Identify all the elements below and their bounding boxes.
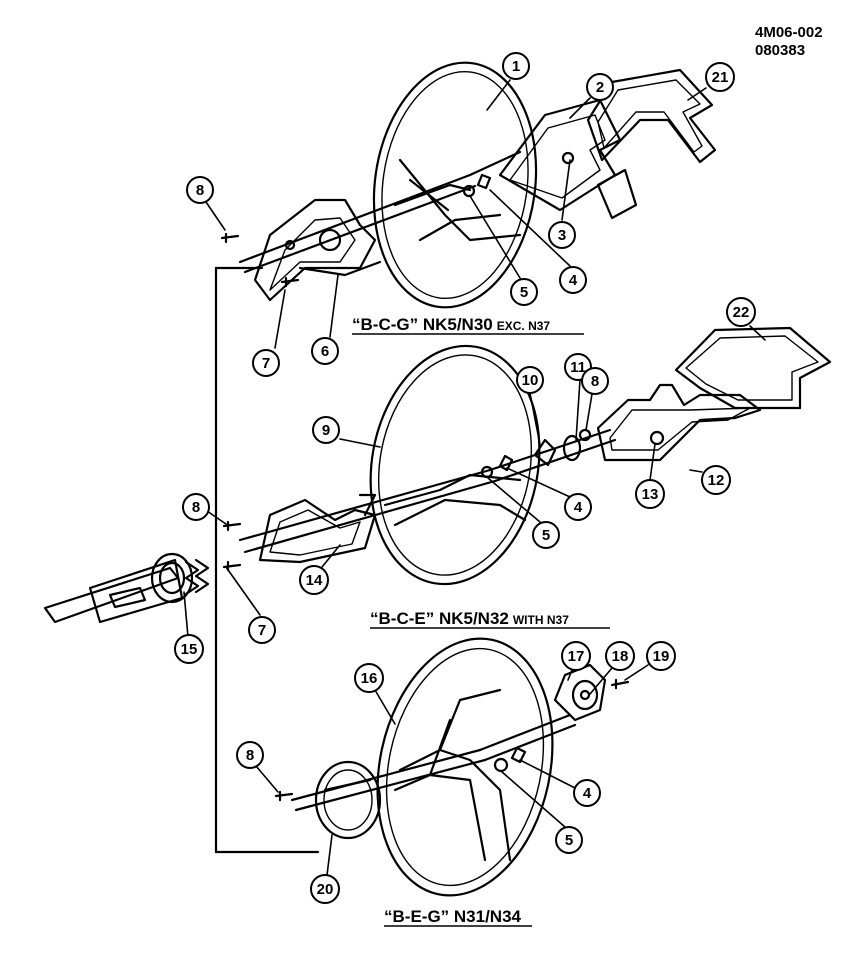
middle-steering-bracket	[258, 493, 377, 564]
middle-screws	[222, 520, 242, 572]
callout-14: 14	[299, 565, 329, 595]
callout-8: 8	[186, 176, 214, 204]
callout-20: 20	[310, 874, 340, 904]
top-steering-bracket	[253, 198, 382, 302]
svg-text:20: 20	[317, 881, 334, 898]
svg-text:8: 8	[246, 747, 254, 764]
callout-6: 6	[311, 337, 339, 365]
bottom-hub-parts	[493, 746, 527, 773]
middle-hub-parts	[480, 428, 592, 479]
callout-17: 17	[561, 641, 591, 671]
callout-2: 2	[586, 73, 614, 101]
callout-13: 13	[635, 479, 665, 509]
middle-emblem-trim	[674, 326, 832, 410]
callout-7: 7	[252, 349, 280, 377]
svg-text:9: 9	[322, 422, 330, 439]
svg-text:19: 19	[653, 648, 670, 665]
callout-9: 9	[312, 416, 340, 444]
svg-text:11: 11	[570, 359, 586, 376]
callout-22: 22	[726, 297, 756, 327]
middle-steering-wheel	[369, 344, 541, 586]
svg-text:6: 6	[321, 343, 329, 360]
bottom-horn-cap	[553, 663, 607, 722]
callout-10: 10	[516, 366, 544, 394]
callout-12: 12	[701, 465, 731, 495]
svg-text:4: 4	[583, 785, 592, 802]
spring-part	[184, 558, 210, 596]
svg-text:16: 16	[361, 670, 378, 687]
svg-text:13: 13	[642, 486, 659, 503]
svg-text:4: 4	[574, 499, 583, 516]
callout-21: 21	[705, 62, 735, 92]
callout-5-middle: 5	[532, 521, 560, 549]
top-hub-parts	[462, 173, 492, 198]
svg-text:“B-E-G” N31/N34: “B-E-G” N31/N34	[384, 907, 522, 926]
svg-text:21: 21	[712, 69, 729, 86]
callout-5: 5	[510, 278, 538, 306]
svg-text:12: 12	[708, 472, 725, 489]
callout-1: 1	[502, 52, 530, 80]
top-screws	[220, 232, 300, 288]
svg-text:8: 8	[196, 182, 204, 199]
svg-text:4: 4	[569, 272, 578, 289]
callout-7-middle: 7	[248, 616, 276, 644]
callout-8-middle-left: 8	[182, 493, 210, 521]
steering-column	[43, 552, 194, 624]
svg-text:17: 17	[568, 648, 585, 665]
callout-15: 15	[174, 634, 204, 664]
figure-ref-code: 4M06-002	[755, 24, 823, 41]
svg-text:15: 15	[181, 641, 198, 658]
svg-text:1: 1	[512, 58, 520, 75]
bottom-steering-wheel	[376, 637, 554, 897]
callout-19: 19	[646, 641, 676, 671]
top-horn-pad	[498, 98, 638, 220]
bottom-shaft	[290, 713, 577, 812]
bottom-screws	[274, 678, 630, 802]
callout-8-middle: 8	[581, 367, 609, 395]
callout-3: 3	[548, 221, 576, 249]
callout-16: 16	[354, 663, 384, 693]
svg-text:5: 5	[542, 527, 550, 544]
svg-text:7: 7	[262, 355, 270, 372]
callout-4-bottom: 4	[573, 779, 601, 807]
svg-text:10: 10	[522, 372, 539, 389]
callout-5-bottom: 5	[555, 826, 583, 854]
svg-text:2: 2	[596, 79, 604, 96]
callout-8-bottom: 8	[236, 741, 264, 769]
callout-4-middle: 4	[564, 493, 592, 521]
svg-text:18: 18	[612, 648, 629, 665]
figure-ref-date: 080383	[755, 42, 806, 59]
section-label-bottom: “B-E-G” N31/N34	[384, 907, 532, 927]
svg-text:22: 22	[733, 304, 750, 321]
bottom-hub-cover	[314, 760, 382, 840]
top-emblem-trim	[586, 68, 717, 164]
callout-18: 18	[605, 641, 635, 671]
leader-lines	[183, 79, 766, 876]
svg-text:3: 3	[558, 227, 566, 244]
svg-text:14: 14	[306, 572, 323, 589]
svg-text:7: 7	[258, 622, 266, 639]
svg-text:5: 5	[520, 284, 528, 301]
middle-horn-pad	[596, 383, 762, 462]
callout-4: 4	[559, 266, 587, 294]
svg-text:5: 5	[565, 832, 573, 849]
top-shaft	[238, 150, 522, 274]
svg-text:8: 8	[591, 373, 599, 390]
svg-text:8: 8	[192, 499, 200, 516]
